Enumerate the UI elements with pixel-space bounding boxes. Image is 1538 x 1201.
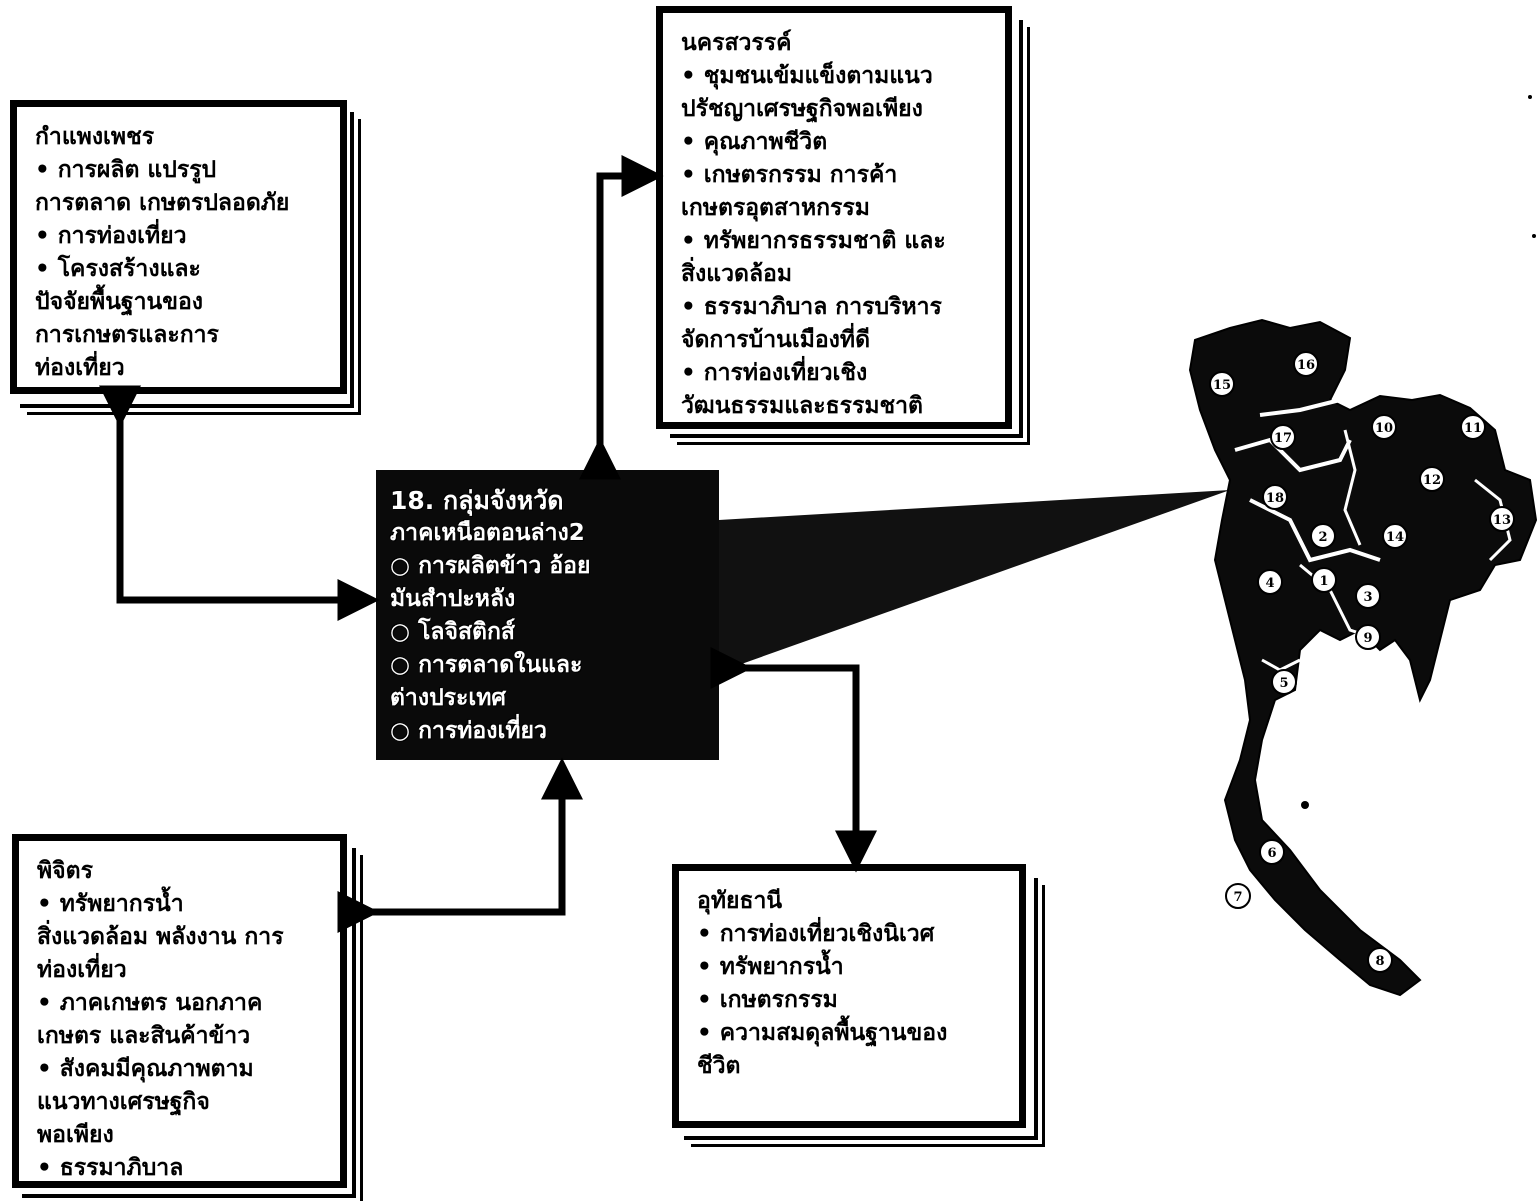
map-province-badge [1259,839,1285,865]
kamphaeng-phet-box: กำแพงเพชร • การผลิต แปรรูป การตลาด เกษตร… [10,100,347,394]
arrow-uthai-thani [710,647,877,873]
map-province-badge [1367,947,1393,973]
nakhon-sawan-line: สิ่งแวดล้อม [681,261,793,287]
map-province-badge [1460,414,1486,440]
phichit-line: พอเพียง [37,1122,114,1148]
map-province-number: 8 [1375,954,1384,969]
uthai-thani-line: • เกษตรกรรม [697,987,838,1013]
map-province-badge [1382,523,1408,549]
kamphaeng-phet-title: กำแพงเพชร [35,124,155,150]
map-province-badge [1311,567,1337,593]
uthai-thani-line: • การท่องเที่ยวเชิงนิเวศ [697,921,935,947]
uthai-thani-line: • ความสมดุลพื้นฐานของ [697,1020,948,1046]
kamphaeng-phet-line: การตลาด เกษตรปลอดภัย [35,190,290,216]
nakhon-sawan-shadow [670,20,1023,438]
map-province-number: 1 [1319,574,1328,589]
arrow-nakhon-sawan [579,155,664,480]
nakhon-sawan-line: เกษตรอุตสาหกรรม [681,195,870,221]
map-province-number: 3 [1363,590,1372,605]
phichit-title: พิจิตร [37,858,93,884]
center-line: ต่างประเทศ [390,685,507,711]
map-province-badge [1355,624,1381,650]
phichit-line: • ภาคเกษตร นอกภาค [37,990,263,1016]
phichit-line: • สังคมมีคุณภาพตาม [37,1056,254,1082]
map-province-number: 6 [1267,846,1276,861]
map-province-number: 14 [1386,530,1404,545]
uthai-thani-title: อุทัยธานี [697,888,783,914]
phichit-line: เกษตร และสินค้าข้าว [37,1023,251,1049]
map-province-badge [1225,883,1251,909]
map-speck [1528,95,1532,99]
kamphaeng-phet-line: ปัจจัยพื้นฐานของ [35,289,204,315]
map-province-badge [1371,414,1397,440]
nakhon-sawan-line: ปรัชญาเศรษฐกิจพอเพียง [681,96,923,122]
uthai-thani-box: อุทัยธานี • การท่องเที่ยวเชิงนิเวศ • ทรั… [672,864,1026,1128]
map-province-badge [1310,523,1336,549]
center-line: มันสำปะหลัง [390,586,516,612]
nakhon-sawan-line: • เกษตรกรรม การค้า [681,162,898,188]
map-province-number: 2 [1318,530,1327,545]
arrow-kamphaeng-phet [99,385,380,621]
map-province-number: 13 [1493,513,1511,528]
nakhon-sawan-line: วัฒนธรรมและธรรมชาติ [681,393,923,419]
nakhon-sawan-line: • คุณภาพชีวิต [681,129,828,155]
center-line: ○ การผลิตข้าว อ้อย [390,553,591,579]
uthai-thani-line: • ทรัพยากรน้ำ [697,954,844,980]
map-province-number: 7 [1233,890,1242,905]
phichit-shadow [22,848,356,1198]
phichit-line: สิ่งแวดล้อม พลังงาน การ [37,924,284,950]
map-province-badge [1257,569,1283,595]
nakhon-sawan-line: • ชุมชนเข้มแข็งตามแนว [681,63,933,89]
map-province-badge [1293,351,1319,377]
center-line: ○ การตลาดในและ [390,652,583,678]
kamphaeng-phet-line: • การผลิต แปรรูป [35,157,217,183]
kamphaeng-phet-line: การเกษตรและการ [35,322,219,348]
map-province-number: 4 [1265,576,1274,591]
map-province-number: 15 [1213,378,1231,393]
map-province-badge [1209,371,1235,397]
map-province-number: 12 [1423,473,1441,488]
map-speck [1532,234,1536,238]
uthai-thani-shadow [684,878,1038,1140]
kamphaeng-phet-line: • การท่องเที่ยว [35,223,187,249]
kamphaeng-phet-line: ท่องเที่ยว [35,355,125,381]
map-province-number: 17 [1274,431,1292,446]
arrow-phichit [337,757,583,933]
map-province-badge [1419,466,1445,492]
nakhon-sawan-line: • ธรรมาภิบาล การบริหาร [681,294,942,320]
map-province-number: 16 [1297,358,1315,373]
callout-wedge [719,490,1230,672]
map-province-number: 10 [1375,421,1393,436]
map-province-number: 11 [1464,421,1482,436]
map-province-badge [1262,484,1288,510]
map-province-badge [1355,583,1381,609]
map-province-number: 9 [1363,631,1372,646]
nakhon-sawan-line: • การท่องเที่ยวเชิง [681,360,868,386]
phichit-box: พิจิตร • ทรัพยากรน้ำ สิ่งแวดล้อม พลังงาน… [12,834,347,1188]
phichit-line: • ธรรมาภิบาล [37,1155,184,1181]
nakhon-sawan-box: นครสวรรค์ • ชุมชนเข้มแข็งตามแนว ปรัชญาเศ… [656,6,1012,429]
map-speck [1301,801,1309,809]
center-line: ○ การท่องเที่ยว [390,718,547,744]
center-group-box: 18. กลุ่มจังหวัด ภาคเหนือตอนล่าง2 ○ การผ… [376,470,719,760]
center-line: ภาคเหนือตอนล่าง2 [390,520,585,546]
phichit-line: ท่องเที่ยว [37,957,127,983]
center-line: ○ โลจิสติกส์ [390,619,515,645]
nakhon-sawan-line: จัดการบ้านเมืองที่ดี [681,327,871,353]
map-province-badge [1271,669,1297,695]
map-province-badge [1489,506,1515,532]
phichit-line: แนวทางเศรษฐกิจ [37,1089,210,1115]
map-province-number: 18 [1266,491,1284,506]
uthai-thani-line: ชีวิต [697,1053,741,1079]
nakhon-sawan-title: นครสวรรค์ [681,30,792,56]
map-province-badge [1270,424,1296,450]
nakhon-sawan-line: • ทรัพยากรธรรมชาติ และ [681,228,946,254]
center-title: 18. กลุ่มจังหวัด [390,486,564,515]
map-province-number: 5 [1279,676,1288,691]
phichit-line: • ทรัพยากรน้ำ [37,891,184,917]
kamphaeng-phet-line: • โครงสร้างและ [35,256,201,282]
